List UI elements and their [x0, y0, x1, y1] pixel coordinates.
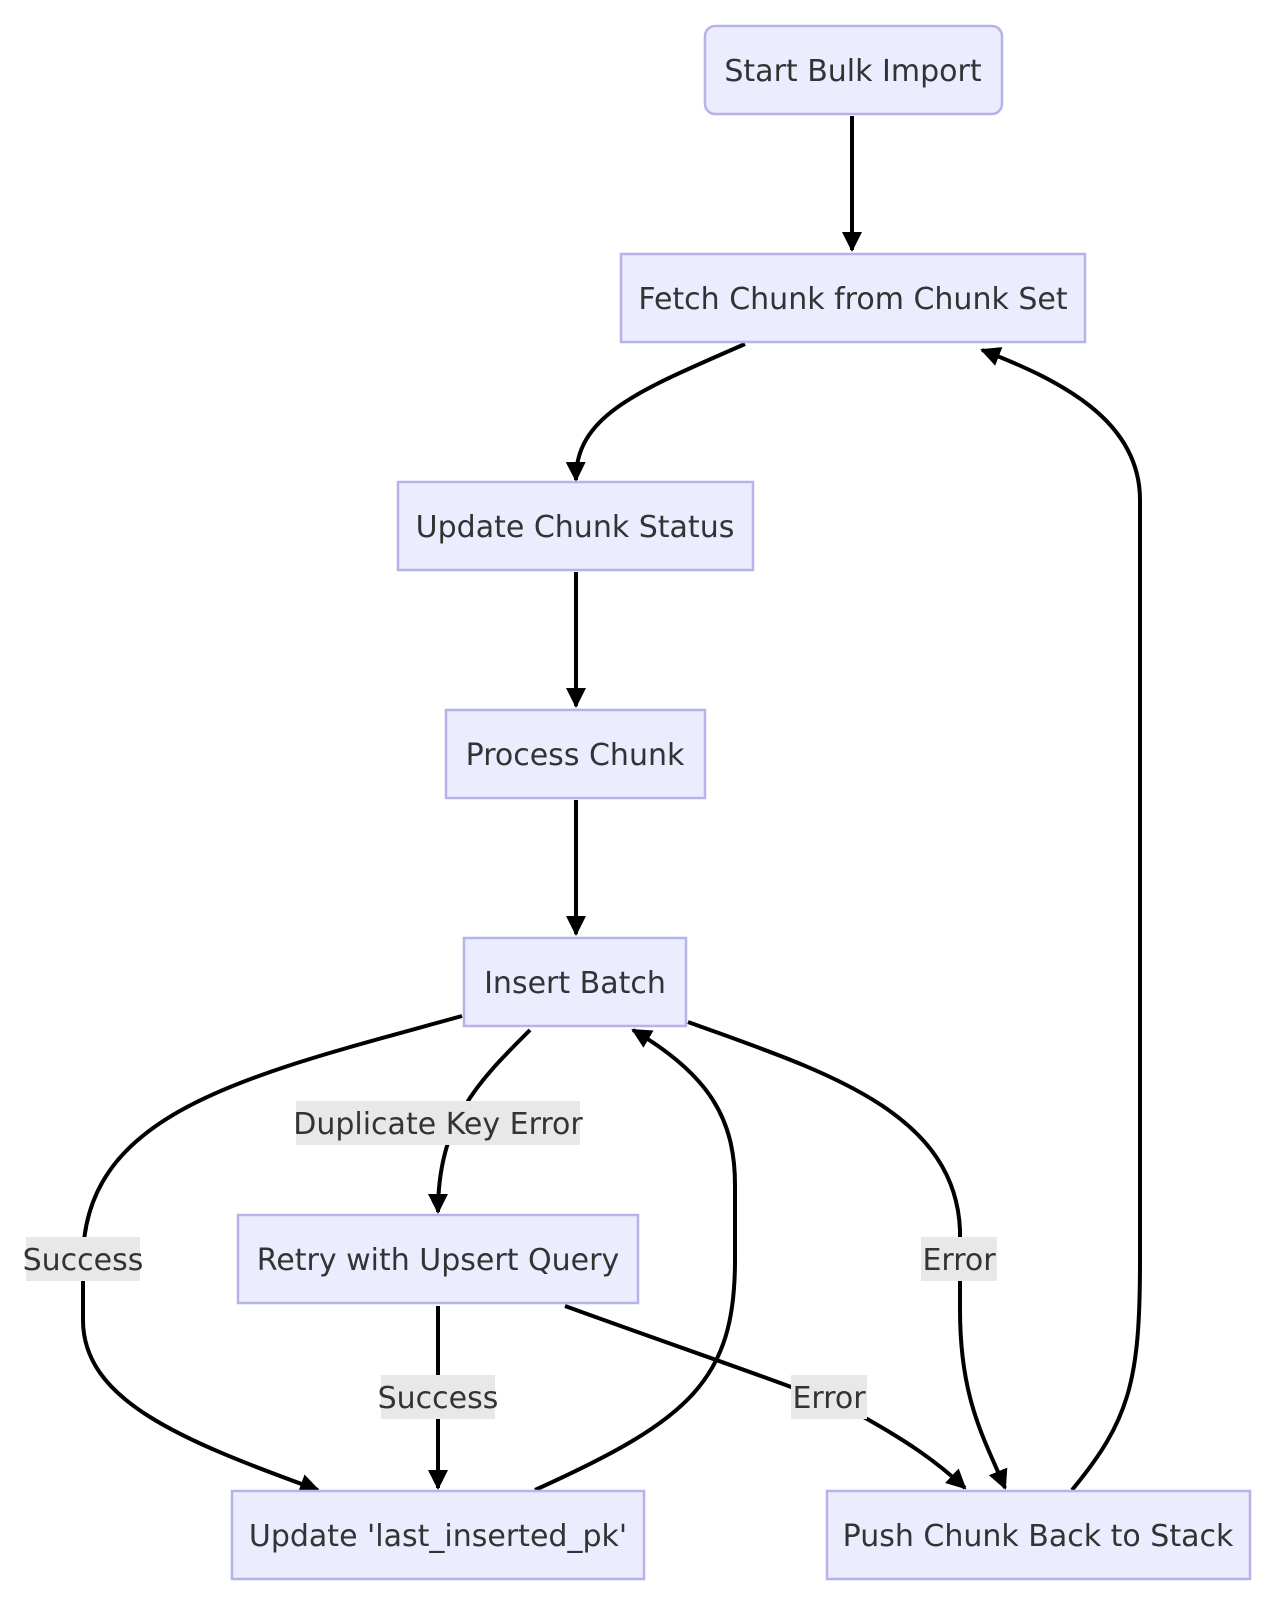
edge-label-text: Success [23, 1243, 144, 1278]
node-fetch-chunk: Fetch Chunk from Chunk Set [619, 252, 1087, 344]
edge-label-text: Error [922, 1243, 996, 1278]
edge-update-pk-to-insert [534, 1028, 737, 1492]
edge-push-back-to-fetch [980, 347, 1142, 1492]
edge-label-duplicate-key-error: Duplicate Key Error [293, 1101, 583, 1145]
node-label: Insert Batch [484, 966, 666, 1001]
node-insert-batch: Insert Batch [462, 936, 688, 1028]
edge-retry-to-push-back [564, 1304, 967, 1490]
edge-label-text: Duplicate Key Error [293, 1107, 583, 1142]
node-label: Push Chunk Back to Stack [843, 1519, 1234, 1554]
edge-label-retry-success: Success [378, 1375, 499, 1419]
node-label: Fetch Chunk from Chunk Set [638, 282, 1068, 317]
nodes: Start Bulk Import Fetch Chunk from Chunk… [230, 24, 1252, 1581]
node-update-chunk-status: Update Chunk Status [396, 480, 755, 572]
node-start-bulk-import: Start Bulk Import [703, 24, 1004, 116]
edge-fetch-to-update-status [565, 342, 746, 482]
node-label: Update 'last_inserted_pk' [249, 1519, 627, 1554]
edge-labels: Duplicate Key Error Success Error Succes… [23, 1101, 997, 1419]
edge-insert-to-push-back [687, 1020, 1008, 1490]
edge-label-text: Success [378, 1381, 499, 1416]
node-label: Start Bulk Import [724, 54, 981, 89]
edge-label-text: Error [792, 1381, 866, 1416]
node-retry-upsert: Retry with Upsert Query [236, 1213, 640, 1305]
node-update-last-inserted-pk: Update 'last_inserted_pk' [230, 1489, 646, 1581]
edge-label-insert-success: Success [23, 1237, 144, 1281]
node-push-chunk-back: Push Chunk Back to Stack [825, 1489, 1252, 1581]
edge-label-retry-error: Error [791, 1375, 867, 1419]
node-process-chunk: Process Chunk [444, 708, 707, 800]
edge-label-insert-error: Error [921, 1237, 997, 1281]
node-label: Retry with Upsert Query [257, 1243, 619, 1278]
node-label: Process Chunk [466, 738, 685, 773]
node-label: Update Chunk Status [416, 510, 735, 545]
